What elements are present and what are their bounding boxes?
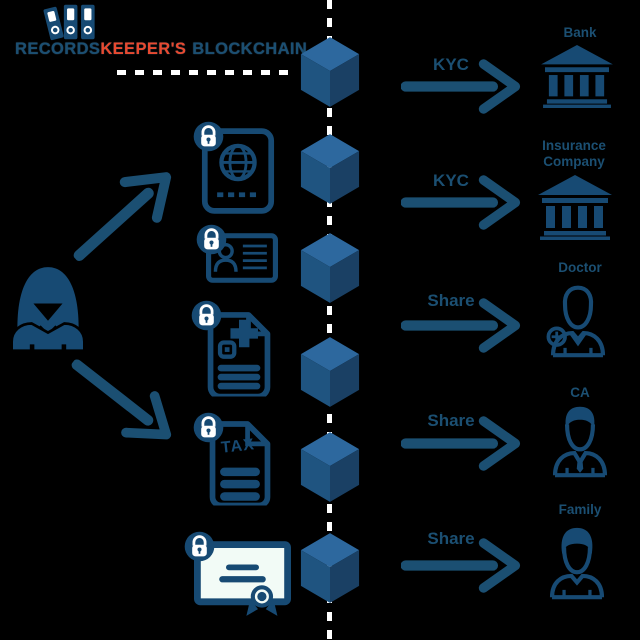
bank-icon [537, 174, 613, 240]
blockchain-cube-icon [299, 431, 361, 503]
entity-label-ca: CA [570, 385, 590, 400]
entity-label-insurance-company: Insurance Company [542, 138, 606, 169]
bank-icon [540, 44, 614, 108]
blockchain-cube-icon [299, 532, 361, 604]
blockchain-cube-icon [299, 336, 361, 408]
lock-icon [193, 412, 224, 443]
logo-keepers: KEEPER'S [100, 40, 187, 58]
lock-icon [196, 224, 227, 255]
logo-blockchain: BLOCKCHAIN [192, 40, 308, 58]
logo-records: RECORDS [15, 40, 101, 58]
entity-label-family: Family [558, 502, 602, 517]
blockchain-dashed-line [327, 0, 332, 640]
blockchain-cube-icon [299, 232, 361, 304]
family-member-icon [540, 523, 614, 603]
lock-icon [191, 300, 222, 331]
flow-action-label: KYC [433, 171, 469, 190]
entity-label-bank: Bank [563, 25, 597, 40]
lock-icon [193, 121, 224, 152]
logo-dashed-connector [117, 70, 297, 75]
woman-user-icon [8, 262, 88, 354]
flow-action-label: Share [427, 411, 475, 430]
logo-wordmark: RECORDSKEEPER'S BLOCKCHAIN [15, 40, 307, 59]
flow-action-label: Share [427, 529, 475, 548]
doctor-icon [541, 281, 615, 361]
flow-action-label: Share [427, 291, 475, 310]
accountant-icon [543, 401, 617, 481]
flow-action-label: KYC [433, 55, 469, 74]
lock-icon [184, 531, 215, 562]
binders-icon [40, 3, 104, 41]
blockchain-cube-icon [299, 133, 361, 205]
entity-label-doctor: Doctor [558, 260, 602, 275]
blockchain-cube-icon [299, 36, 361, 108]
